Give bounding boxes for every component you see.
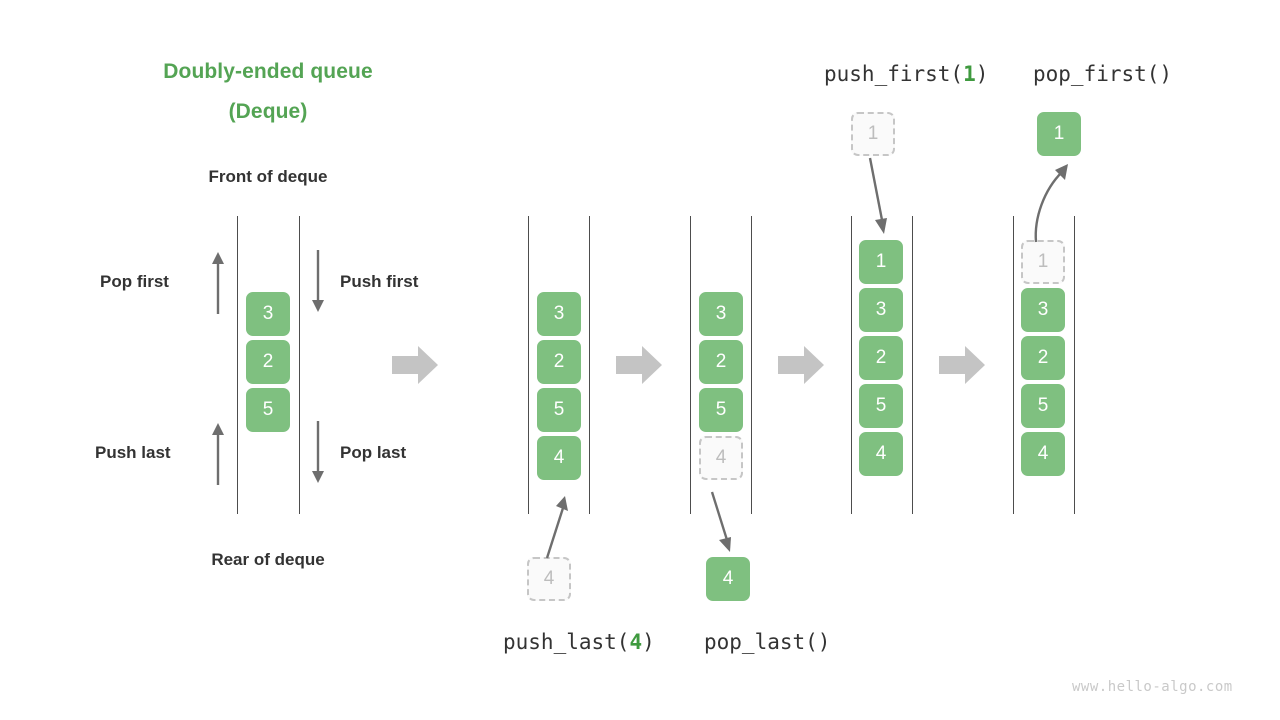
flow-arrow-1-icon [392, 346, 438, 384]
watermark: www.hello-algo.com [1072, 679, 1233, 695]
pop-last-arrow-icon [312, 421, 324, 483]
push-last-fn-close: ) [642, 630, 655, 654]
flow-arrow-2-icon [616, 346, 662, 384]
after-push-first-cell: 5 [859, 384, 903, 428]
after-push-first-cell: 4 [859, 432, 903, 476]
push-first-fn-arg: 1 [963, 62, 976, 86]
push_last_in-cell: 4 [527, 557, 571, 601]
stack2-left-rail [528, 216, 529, 514]
initial-cell: 3 [246, 292, 290, 336]
deque-right-rail [299, 216, 300, 514]
stack5-left-rail [1013, 216, 1014, 514]
initial-cell: 2 [246, 340, 290, 384]
push-first-arrow-icon [312, 250, 324, 312]
after-push-last-cell: 3 [537, 292, 581, 336]
after-push-first-cell: 1 [859, 240, 903, 284]
pop-first-label: Pop first [100, 272, 169, 291]
after-push-last-cell: 2 [537, 340, 581, 384]
diagram-title-line2: (Deque) [228, 100, 308, 123]
pop-last-remove-arrow-icon [710, 491, 731, 552]
pop_first_out-cell: 1 [1037, 112, 1081, 156]
after-push-last-cell: 4 [537, 436, 581, 480]
initial-cell: 5 [246, 388, 290, 432]
push-first-operation-label: push_first(1) [824, 61, 988, 87]
push-first-fn-name: push_first( [824, 62, 964, 86]
flow-arrow-3-icon [778, 346, 824, 384]
after-pop-last-cell: 5 [699, 388, 743, 432]
push_first_in-cell: 1 [851, 112, 895, 156]
stack3-right-rail [751, 216, 752, 514]
pop-first-arrow-icon [212, 252, 224, 314]
flow-arrow-4-icon [939, 346, 985, 384]
front-of-deque-label: Front of deque [208, 167, 328, 186]
push-first-insert-arrow-icon [868, 157, 887, 234]
push-last-insert-arrow-icon [545, 496, 568, 559]
after-push-first-cell: 2 [859, 336, 903, 380]
push-last-arrow-icon [212, 423, 224, 485]
stack5-right-rail [1074, 216, 1075, 514]
pop-last-label: Pop last [340, 443, 407, 462]
after-pop-last-cell: 2 [699, 340, 743, 384]
after-pop-last-cell: 3 [699, 292, 743, 336]
push-last-fn-name: push_last( [503, 630, 630, 654]
pop-first-operation-label: pop_first() [1033, 61, 1172, 87]
deque-left-rail [237, 216, 238, 514]
push-last-fn-arg: 4 [629, 630, 643, 654]
push-last-label: Push last [95, 443, 171, 462]
after-pop-first-cell: 3 [1021, 288, 1065, 332]
pop-last-operation-label: pop_last() [704, 629, 830, 655]
push-first-fn-close: ) [975, 62, 989, 86]
diagram-title-line1: Doubly-ended queue [163, 60, 373, 83]
after-push-first-cell: 3 [859, 288, 903, 332]
stack4-left-rail [851, 216, 852, 514]
push-first-label: Push first [340, 272, 419, 291]
pop-first-remove-arrow-icon [1034, 164, 1068, 243]
stack4-right-rail [912, 216, 913, 514]
pop_last_out-cell: 4 [706, 557, 750, 601]
pop-last-fn-name: pop_last() [704, 630, 831, 654]
after-pop-first-cell: 4 [1021, 432, 1065, 476]
rear-of-deque-label: Rear of deque [211, 550, 325, 569]
after-pop-first-cell: 1 [1021, 240, 1065, 284]
after-pop-first-cell: 5 [1021, 384, 1065, 428]
after-pop-last-cell: 4 [699, 436, 743, 480]
pop-first-fn-name: pop_first() [1033, 62, 1173, 86]
after-push-last-cell: 5 [537, 388, 581, 432]
stack2-right-rail [589, 216, 590, 514]
push-last-operation-label: push_last(4) [503, 629, 655, 655]
after-pop-first-cell: 2 [1021, 336, 1065, 380]
stack3-left-rail [690, 216, 691, 514]
